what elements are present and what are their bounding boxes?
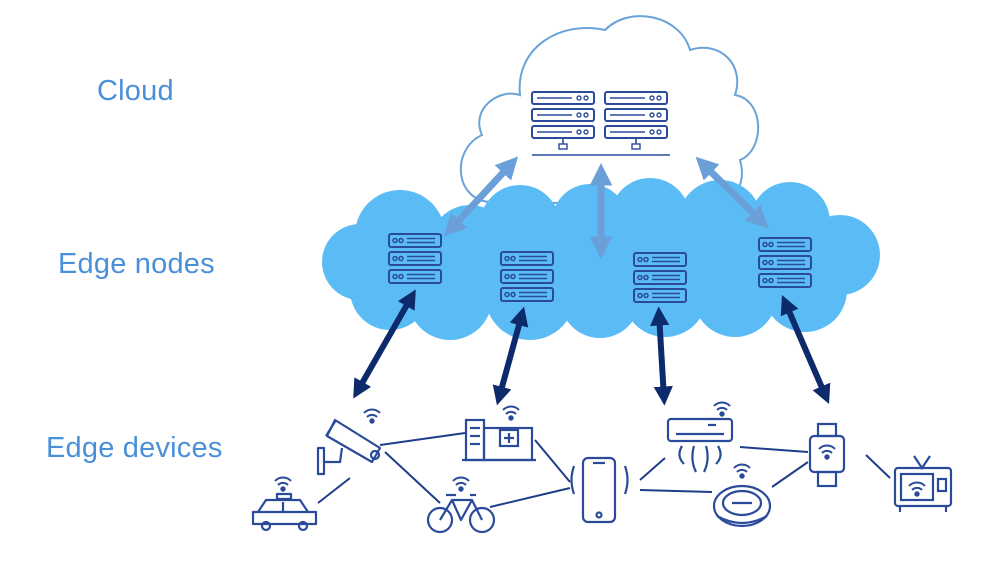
smart-tv-icon <box>893 455 953 512</box>
smartphone-icon <box>570 456 629 524</box>
node-device-arrow-4 <box>780 294 831 405</box>
robot-vacuum-icon <box>712 463 772 528</box>
smartwatch-icon <box>808 422 846 488</box>
node-device-arrow-1 <box>353 289 416 399</box>
cloud-edge-arrow-right <box>695 156 769 229</box>
node-device-arrow-2 <box>492 306 529 406</box>
edge-devices-tier-label: Edge devices <box>46 432 223 464</box>
security-camera-icon <box>316 408 382 476</box>
air-conditioner-icon <box>666 401 734 473</box>
taxi-icon <box>251 476 318 532</box>
hospital-icon <box>462 405 536 462</box>
device-links <box>317 432 891 508</box>
cloud-tier-label: Cloud <box>97 75 174 107</box>
node-device-arrow-3 <box>650 306 673 406</box>
edge-nodes-tier-label: Edge nodes <box>58 248 215 280</box>
cloud-server-rack-icon <box>531 91 670 156</box>
cloud-edge-arrow-left <box>443 156 519 237</box>
bicycle-icon <box>426 476 496 534</box>
